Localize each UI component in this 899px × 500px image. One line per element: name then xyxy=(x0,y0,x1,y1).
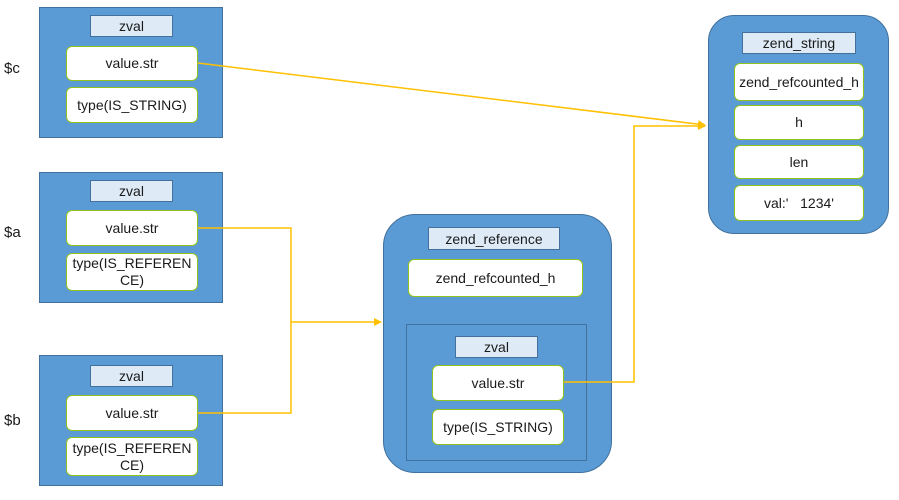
zend-reference-title: zend_reference xyxy=(428,227,560,250)
zend-reference-refcounted-field: zend_refcounted_h xyxy=(408,259,583,297)
arrow-a-to-zend-reference xyxy=(198,227,382,326)
zend-reference-zval-title: zval xyxy=(455,336,538,358)
zval-c-type-field: type(IS_STRING) xyxy=(66,87,198,123)
label-var-a: $a xyxy=(4,224,21,241)
zend-string-refcounted-field: zend_refcounted_h xyxy=(734,63,864,101)
zend-reference-inner-zval-frame xyxy=(406,324,587,461)
zval-b-title: zval xyxy=(90,365,173,387)
zval-a-value-field: value.str xyxy=(66,210,198,246)
label-var-b: $b xyxy=(4,412,21,429)
arrow-reference-zval-to-zend-string xyxy=(564,122,706,383)
arrow-b-to-zend-reference xyxy=(198,322,292,414)
zval-c-value-field: value.str xyxy=(66,46,198,81)
zend-reference-zval-value-field: value.str xyxy=(432,365,564,401)
label-var-c: $c xyxy=(4,60,20,77)
zval-b-type-field: type(IS_REFERENCE) xyxy=(66,437,198,476)
zval-a-title: zval xyxy=(90,180,173,202)
zval-a-type-field: type(IS_REFERENCE) xyxy=(66,253,198,291)
zend-string-h-field: h xyxy=(734,105,864,140)
zend-reference-zval-type-field: type(IS_STRING) xyxy=(432,409,564,445)
zend-string-title: zend_string xyxy=(742,32,856,54)
arrow-c-to-zend-string xyxy=(197,62,706,129)
zend-string-val-field: val:' 1234' xyxy=(734,185,864,221)
zend-string-len-field: len xyxy=(734,145,864,179)
zval-b-value-field: value.str xyxy=(66,395,198,431)
zval-c-title: zval xyxy=(90,15,173,37)
